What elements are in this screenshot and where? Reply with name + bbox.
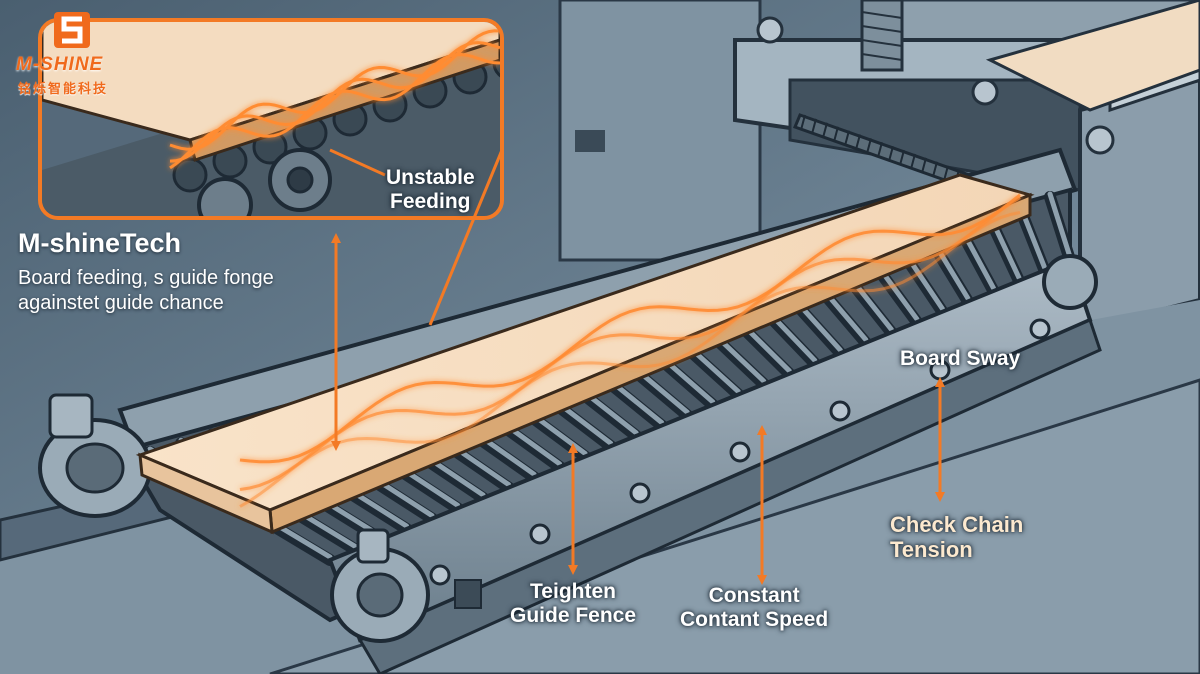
- board-in-housing: [985, 0, 1200, 112]
- logo-wordmark: M-SHINE: [16, 54, 104, 75]
- rail-bolt: [529, 523, 551, 545]
- rail-bolt: [1029, 318, 1051, 340]
- inset-leader-line: [428, 149, 504, 326]
- rail-bolt: [629, 482, 651, 504]
- cabinet-slot: [575, 130, 605, 152]
- end-roller-right: [1042, 254, 1098, 310]
- callout-line: Teighten: [530, 580, 616, 603]
- front-rail-lower: [357, 317, 1102, 674]
- corner-block: [48, 393, 94, 439]
- bolt-head: [756, 16, 784, 44]
- callout-board-sway: Board Sway: [900, 347, 1021, 370]
- corner-block: [356, 528, 390, 564]
- inset-sprocket: [197, 177, 253, 216]
- callout-unstable-feeding: Unstable Feeding: [386, 166, 475, 214]
- callout-line: Check Chain: [890, 512, 1024, 537]
- sway-wave-lines: [239, 193, 1021, 508]
- brand-logo: M-SHINE 铭烁智能科技: [12, 8, 132, 98]
- callout-line: Unstable: [386, 166, 475, 189]
- inset-roller: [172, 157, 208, 193]
- housing-side: [1078, 77, 1200, 333]
- adjust-screw: [860, 0, 904, 72]
- rail-bolt: [729, 441, 751, 463]
- roller-hub: [356, 572, 404, 618]
- logo-chinese-text: 铭烁智能科技: [18, 81, 109, 96]
- callout-line: Tension: [890, 537, 973, 563]
- callout-line: Constant: [708, 584, 800, 607]
- rail-bolt: [429, 564, 451, 586]
- company-title: M-shineTech: [18, 228, 182, 258]
- zoom-inset-content: [42, 22, 500, 216]
- rail-bolt: [829, 400, 851, 422]
- callout-check-chain-tension: Check Chain Tension: [890, 512, 1023, 563]
- frame-slot: [454, 579, 482, 609]
- callout-line: Guide Fence: [510, 604, 637, 628]
- description-line: Board feeding, s guide fonge: [18, 267, 274, 289]
- callout-line: Feeding: [390, 190, 471, 214]
- inset-callout-line: [329, 148, 386, 177]
- company-description: Board feeding, s guide fonge againstet g…: [18, 266, 274, 316]
- callout-line: Contant Speed: [680, 608, 829, 632]
- logo-mark-icon: [54, 12, 90, 48]
- bolt-head: [971, 78, 999, 106]
- description-line: againstet guide chance: [18, 292, 224, 314]
- callout-constant-speed: Constant Contant Speed: [680, 584, 828, 632]
- bolt-head: [1085, 125, 1115, 155]
- callout-tighten-guide-fence: Teighten Guide Fence: [510, 580, 636, 628]
- roller-hub: [65, 442, 125, 494]
- board-end: [138, 452, 274, 535]
